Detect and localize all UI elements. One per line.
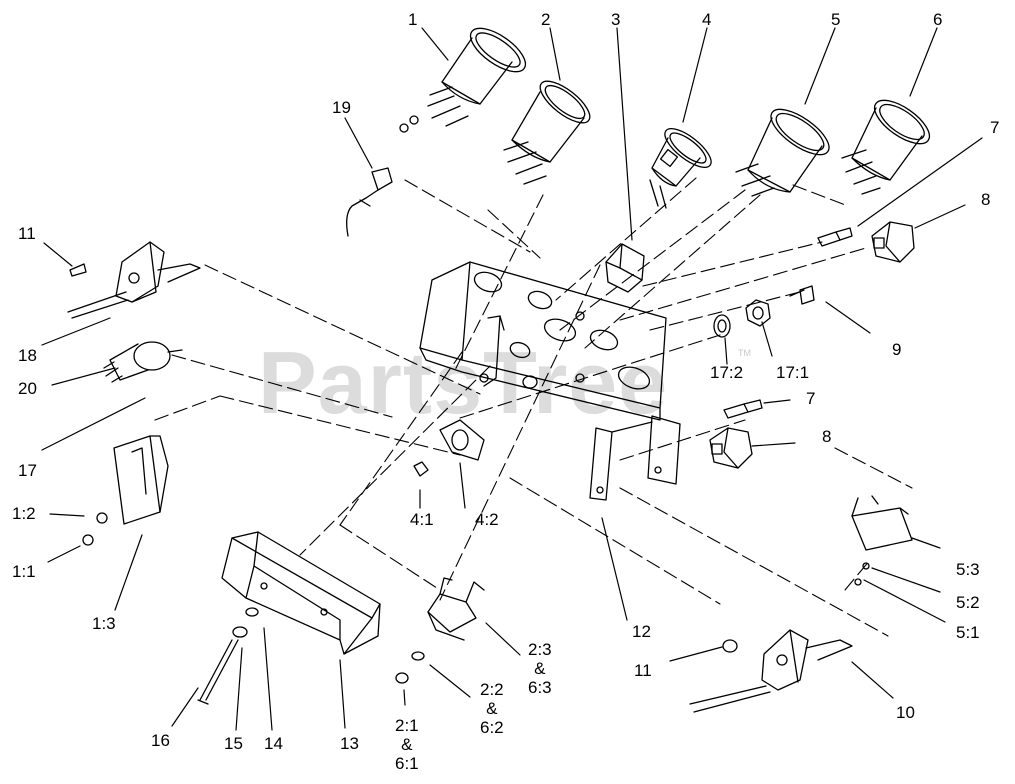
callout-13: 13 [340, 734, 359, 753]
part-8-knob-top [871, 221, 915, 263]
callout-5-3: 5:3 [956, 560, 980, 579]
callout-8-lower: 8 [822, 427, 832, 446]
part-1-3-bracket [82, 435, 169, 546]
part-6-gauge [841, 99, 931, 195]
callout-14: 14 [264, 734, 283, 753]
part-7-bolt-top [817, 227, 853, 247]
part-19-bulb [346, 167, 393, 237]
part-2-3-bracket [395, 577, 485, 684]
part-17-nut-washer [713, 299, 771, 338]
callout-10: 10 [896, 703, 915, 722]
callout-9: 9 [892, 340, 902, 359]
part-1-gauge [399, 27, 527, 133]
callout-18: 18 [18, 346, 37, 365]
callout-12: 12 [632, 622, 651, 641]
callout-7-top: 7 [990, 118, 1000, 137]
callout-1-3: 1:3 [92, 614, 116, 633]
callout-2: 2 [541, 10, 551, 29]
callout-3: 3 [611, 10, 621, 29]
callout-17-1: 17:1 [776, 363, 810, 382]
part-2-gauge [503, 80, 591, 185]
assembly-lines [154, 177, 913, 637]
part-18-lever [67, 241, 201, 319]
callout-6: 6 [933, 10, 943, 29]
callout-5-1: 5:1 [956, 623, 980, 642]
part-9-switch [789, 285, 815, 305]
part-3-clip [605, 243, 645, 293]
callout-11-left: 11 [18, 224, 36, 243]
trademark: TM [738, 348, 751, 358]
leader-lines [41, 27, 983, 731]
callout-5: 5 [831, 10, 841, 29]
callout-2-3: 2:3 & 6:3 [528, 640, 552, 697]
part-12-bracket [589, 415, 681, 501]
part-16-screw [197, 607, 259, 705]
part-4-light [649, 128, 712, 209]
callout-5-2: 5:2 [956, 593, 980, 612]
callout-11-right: 11 [634, 661, 652, 680]
part-20-key-switch [103, 341, 183, 383]
callout-20: 20 [18, 379, 37, 398]
part-4-grommet [413, 419, 485, 477]
part-5-3-bracket [851, 495, 913, 586]
part-10-lever [689, 629, 853, 713]
callout-2-1: 2:1 & 6:1 [395, 716, 419, 773]
callout-4: 4 [702, 10, 712, 29]
callout-1: 1 [408, 10, 418, 29]
callout-7-lower: 7 [806, 389, 816, 408]
callout-19: 19 [332, 98, 351, 117]
main-panel [419, 261, 667, 421]
part-5-gauge [735, 108, 830, 197]
callout-4-1: 4:1 [410, 510, 434, 529]
part-7-bolt-lower [723, 399, 763, 419]
callout-17-2: 17:2 [710, 363, 744, 382]
callout-16: 16 [151, 731, 170, 750]
callout-17: 17 [18, 461, 37, 480]
callout-1-2: 1:2 [12, 504, 36, 523]
callout-4-2: 4:2 [475, 510, 499, 529]
callout-8-top: 8 [981, 190, 991, 209]
callout-15: 15 [224, 734, 243, 753]
callout-2-2: 2:2 & 6:2 [480, 680, 504, 737]
part-13-cover [221, 531, 381, 655]
callout-1-1: 1:1 [12, 562, 36, 581]
part-8-knob-lower [709, 427, 753, 469]
